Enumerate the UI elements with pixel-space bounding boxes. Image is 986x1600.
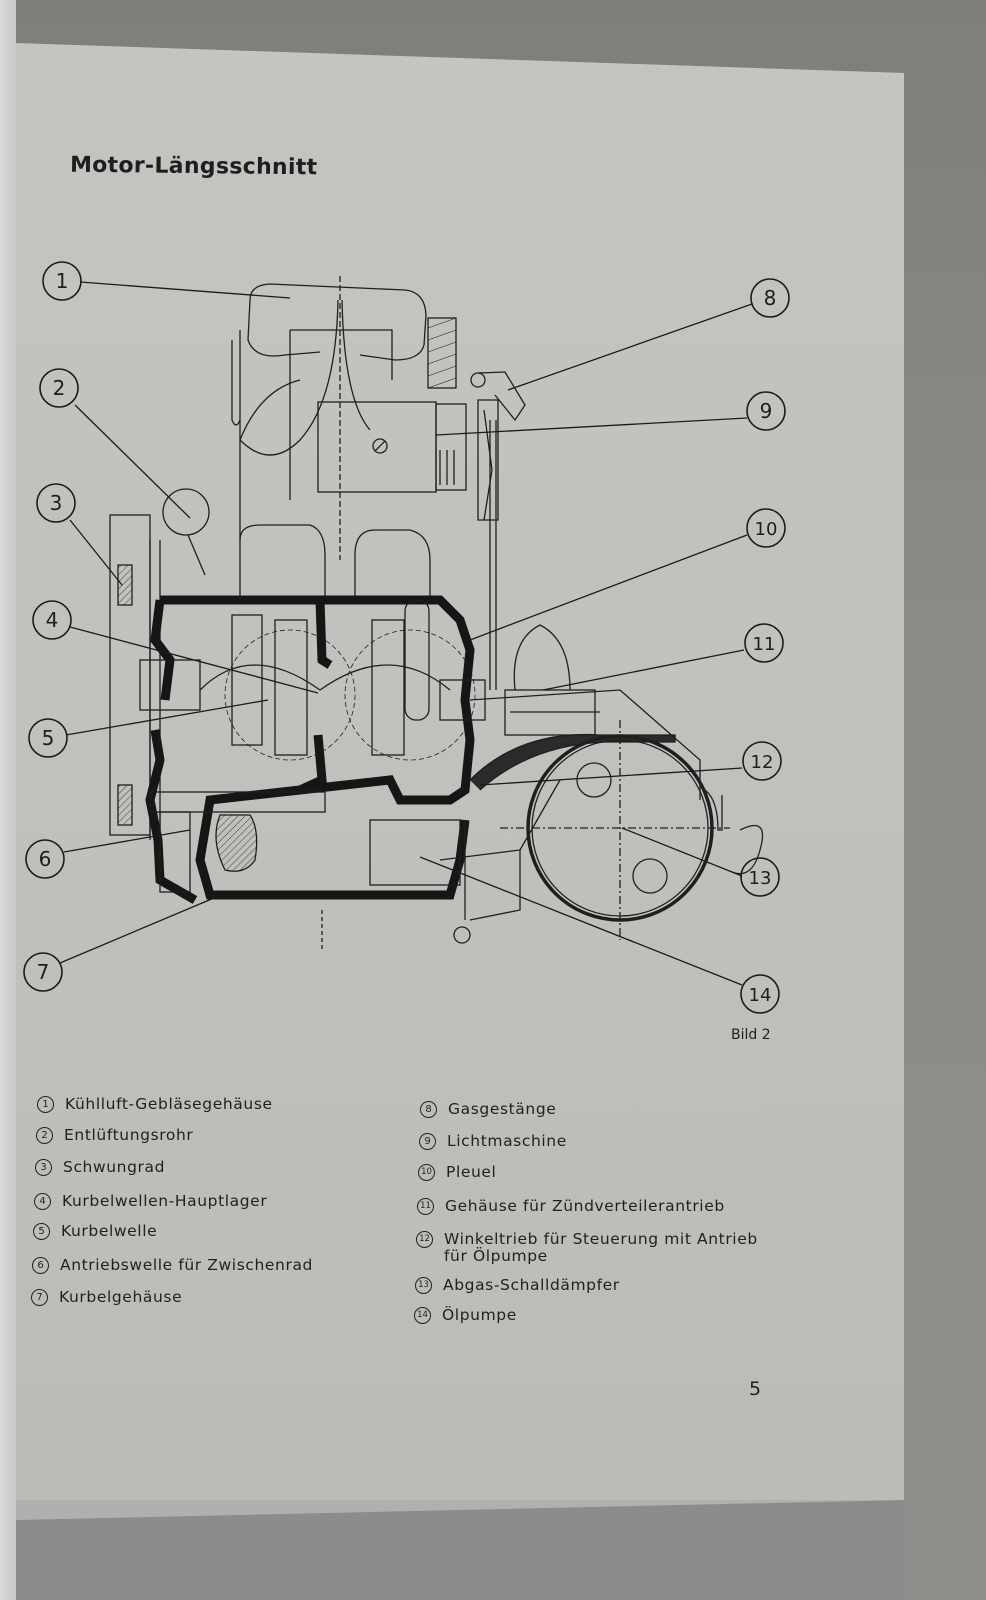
legend-item: 4 Kurbelwellen-Hauptlager — [34, 1193, 267, 1210]
callout-13: 13 — [740, 857, 780, 897]
page-shadow — [16, 1500, 904, 1600]
svg-text:12: 12 — [751, 752, 774, 773]
callout-14: 14 — [740, 974, 780, 1014]
breather-pipe — [162, 488, 210, 536]
svg-text:14: 14 — [749, 985, 772, 1006]
legend-number: 10 — [418, 1164, 435, 1181]
svg-text:6: 6 — [39, 847, 52, 871]
figure-caption: Bild 2 — [731, 1027, 771, 1043]
adjacent-page-edge — [0, 0, 16, 1600]
legend-number: 5 — [33, 1223, 50, 1240]
manual-page — [16, 43, 904, 1520]
legend-item: 1 Kühlluft-Gebläsegehäuse — [37, 1096, 273, 1113]
svg-text:2: 2 — [53, 376, 66, 400]
legend-text: Ölpumpe — [442, 1306, 517, 1324]
svg-text:9: 9 — [760, 399, 773, 423]
legend-number: 4 — [34, 1193, 51, 1210]
legend-text: Winkeltrieb für Steuerung mit Antrieb fü… — [444, 1230, 758, 1265]
legend-number: 7 — [31, 1289, 48, 1306]
legend-text: Lichtmaschine — [447, 1132, 567, 1150]
callout-3: 3 — [36, 483, 76, 523]
legend-number: 2 — [36, 1127, 53, 1144]
pulley — [477, 399, 499, 521]
crankcase — [160, 595, 475, 900]
callout-10: 10 — [746, 508, 786, 548]
legend-item: 5 Kurbelwelle — [33, 1223, 157, 1240]
svg-text:5: 5 — [42, 726, 55, 750]
callout-1: 1 — [42, 261, 82, 301]
legend-item: 2 Entlüftungsrohr — [36, 1127, 193, 1144]
svg-text:10: 10 — [755, 519, 778, 540]
legend-number: 9 — [419, 1133, 436, 1150]
legend-item: 9 Lichtmaschine — [419, 1133, 567, 1150]
legend-number: 3 — [35, 1159, 52, 1176]
legend-text: Kurbelwelle — [61, 1222, 158, 1240]
legend-item: 14 Ölpumpe — [414, 1307, 517, 1324]
legend-text: Kühlluft-Gebläsegehäuse — [65, 1095, 273, 1113]
legend-text: Gehäuse für Zündverteilerantrieb — [445, 1197, 725, 1215]
legend-item: 7 Kurbelgehäuse — [31, 1289, 182, 1306]
generator — [317, 401, 437, 493]
engine-section-diagram: 1 2 3 4 5 6 7 8 9 10 11 12 13 14 — [23, 261, 790, 1014]
svg-text:1: 1 — [56, 269, 69, 293]
fan-cone — [239, 299, 339, 456]
legend-item: 6 Antriebswelle für Zwischenrad — [32, 1257, 313, 1274]
svg-text:7: 7 — [37, 960, 50, 984]
legend-text: Schwungrad — [63, 1158, 166, 1176]
page-number: 5 — [749, 1378, 762, 1400]
legend-text: Abgas-Schalldämpfer — [443, 1276, 620, 1294]
distributor-housing — [513, 624, 571, 691]
svg-text:11: 11 — [753, 634, 776, 655]
legend-number: 8 — [420, 1101, 437, 1118]
legend-text: Antriebswelle für Zwischenrad — [60, 1256, 313, 1274]
callout-5: 5 — [28, 718, 68, 758]
callout-2: 2 — [39, 368, 79, 408]
legend-item: 8 Gasgestänge — [420, 1101, 556, 1118]
legend-number: 12 — [416, 1231, 433, 1248]
legend-number: 13 — [415, 1277, 432, 1294]
callouts: 1 2 3 4 5 6 7 8 9 10 11 12 13 14 — [23, 261, 790, 1014]
callout-4: 4 — [32, 600, 72, 640]
legend-text: Gasgestänge — [448, 1100, 557, 1118]
svg-text:4: 4 — [46, 608, 59, 632]
callout-9: 9 — [746, 391, 786, 431]
legend-text: Kurbelwellen-Hauptlager — [62, 1192, 268, 1210]
legend-item: 12 Winkeltrieb für Steuerung mit Antrieb… — [416, 1231, 758, 1265]
svg-text:3: 3 — [50, 491, 63, 515]
legend-number: 14 — [414, 1307, 431, 1324]
legend-item: 11 Gehäuse für Zündverteilerantrieb — [417, 1198, 725, 1215]
legend-item: 10 Pleuel — [418, 1164, 496, 1181]
blower-housing — [247, 283, 427, 361]
callout-6: 6 — [25, 839, 65, 879]
legend-number: 6 — [32, 1257, 49, 1274]
legend-text: Pleuel — [446, 1163, 497, 1181]
oil-pump — [369, 819, 461, 886]
legend-text: Kurbelgehäuse — [59, 1288, 183, 1306]
legend-item: 3 Schwungrad — [35, 1159, 165, 1176]
callout-11: 11 — [744, 623, 784, 663]
callout-7: 7 — [23, 952, 63, 992]
legend-number: 1 — [37, 1096, 54, 1113]
callout-12: 12 — [742, 741, 782, 781]
legend-item: 13 Abgas-Schalldämpfer — [415, 1277, 620, 1294]
svg-text:8: 8 — [764, 286, 777, 310]
svg-text:13: 13 — [749, 868, 772, 889]
crankshaft — [199, 664, 451, 691]
callout-8: 8 — [750, 278, 790, 318]
legend-number: 11 — [417, 1198, 434, 1215]
leader-lines — [59, 281, 753, 986]
legend-text: Entlüftungsrohr — [64, 1126, 194, 1144]
drive-shaft — [149, 791, 326, 813]
